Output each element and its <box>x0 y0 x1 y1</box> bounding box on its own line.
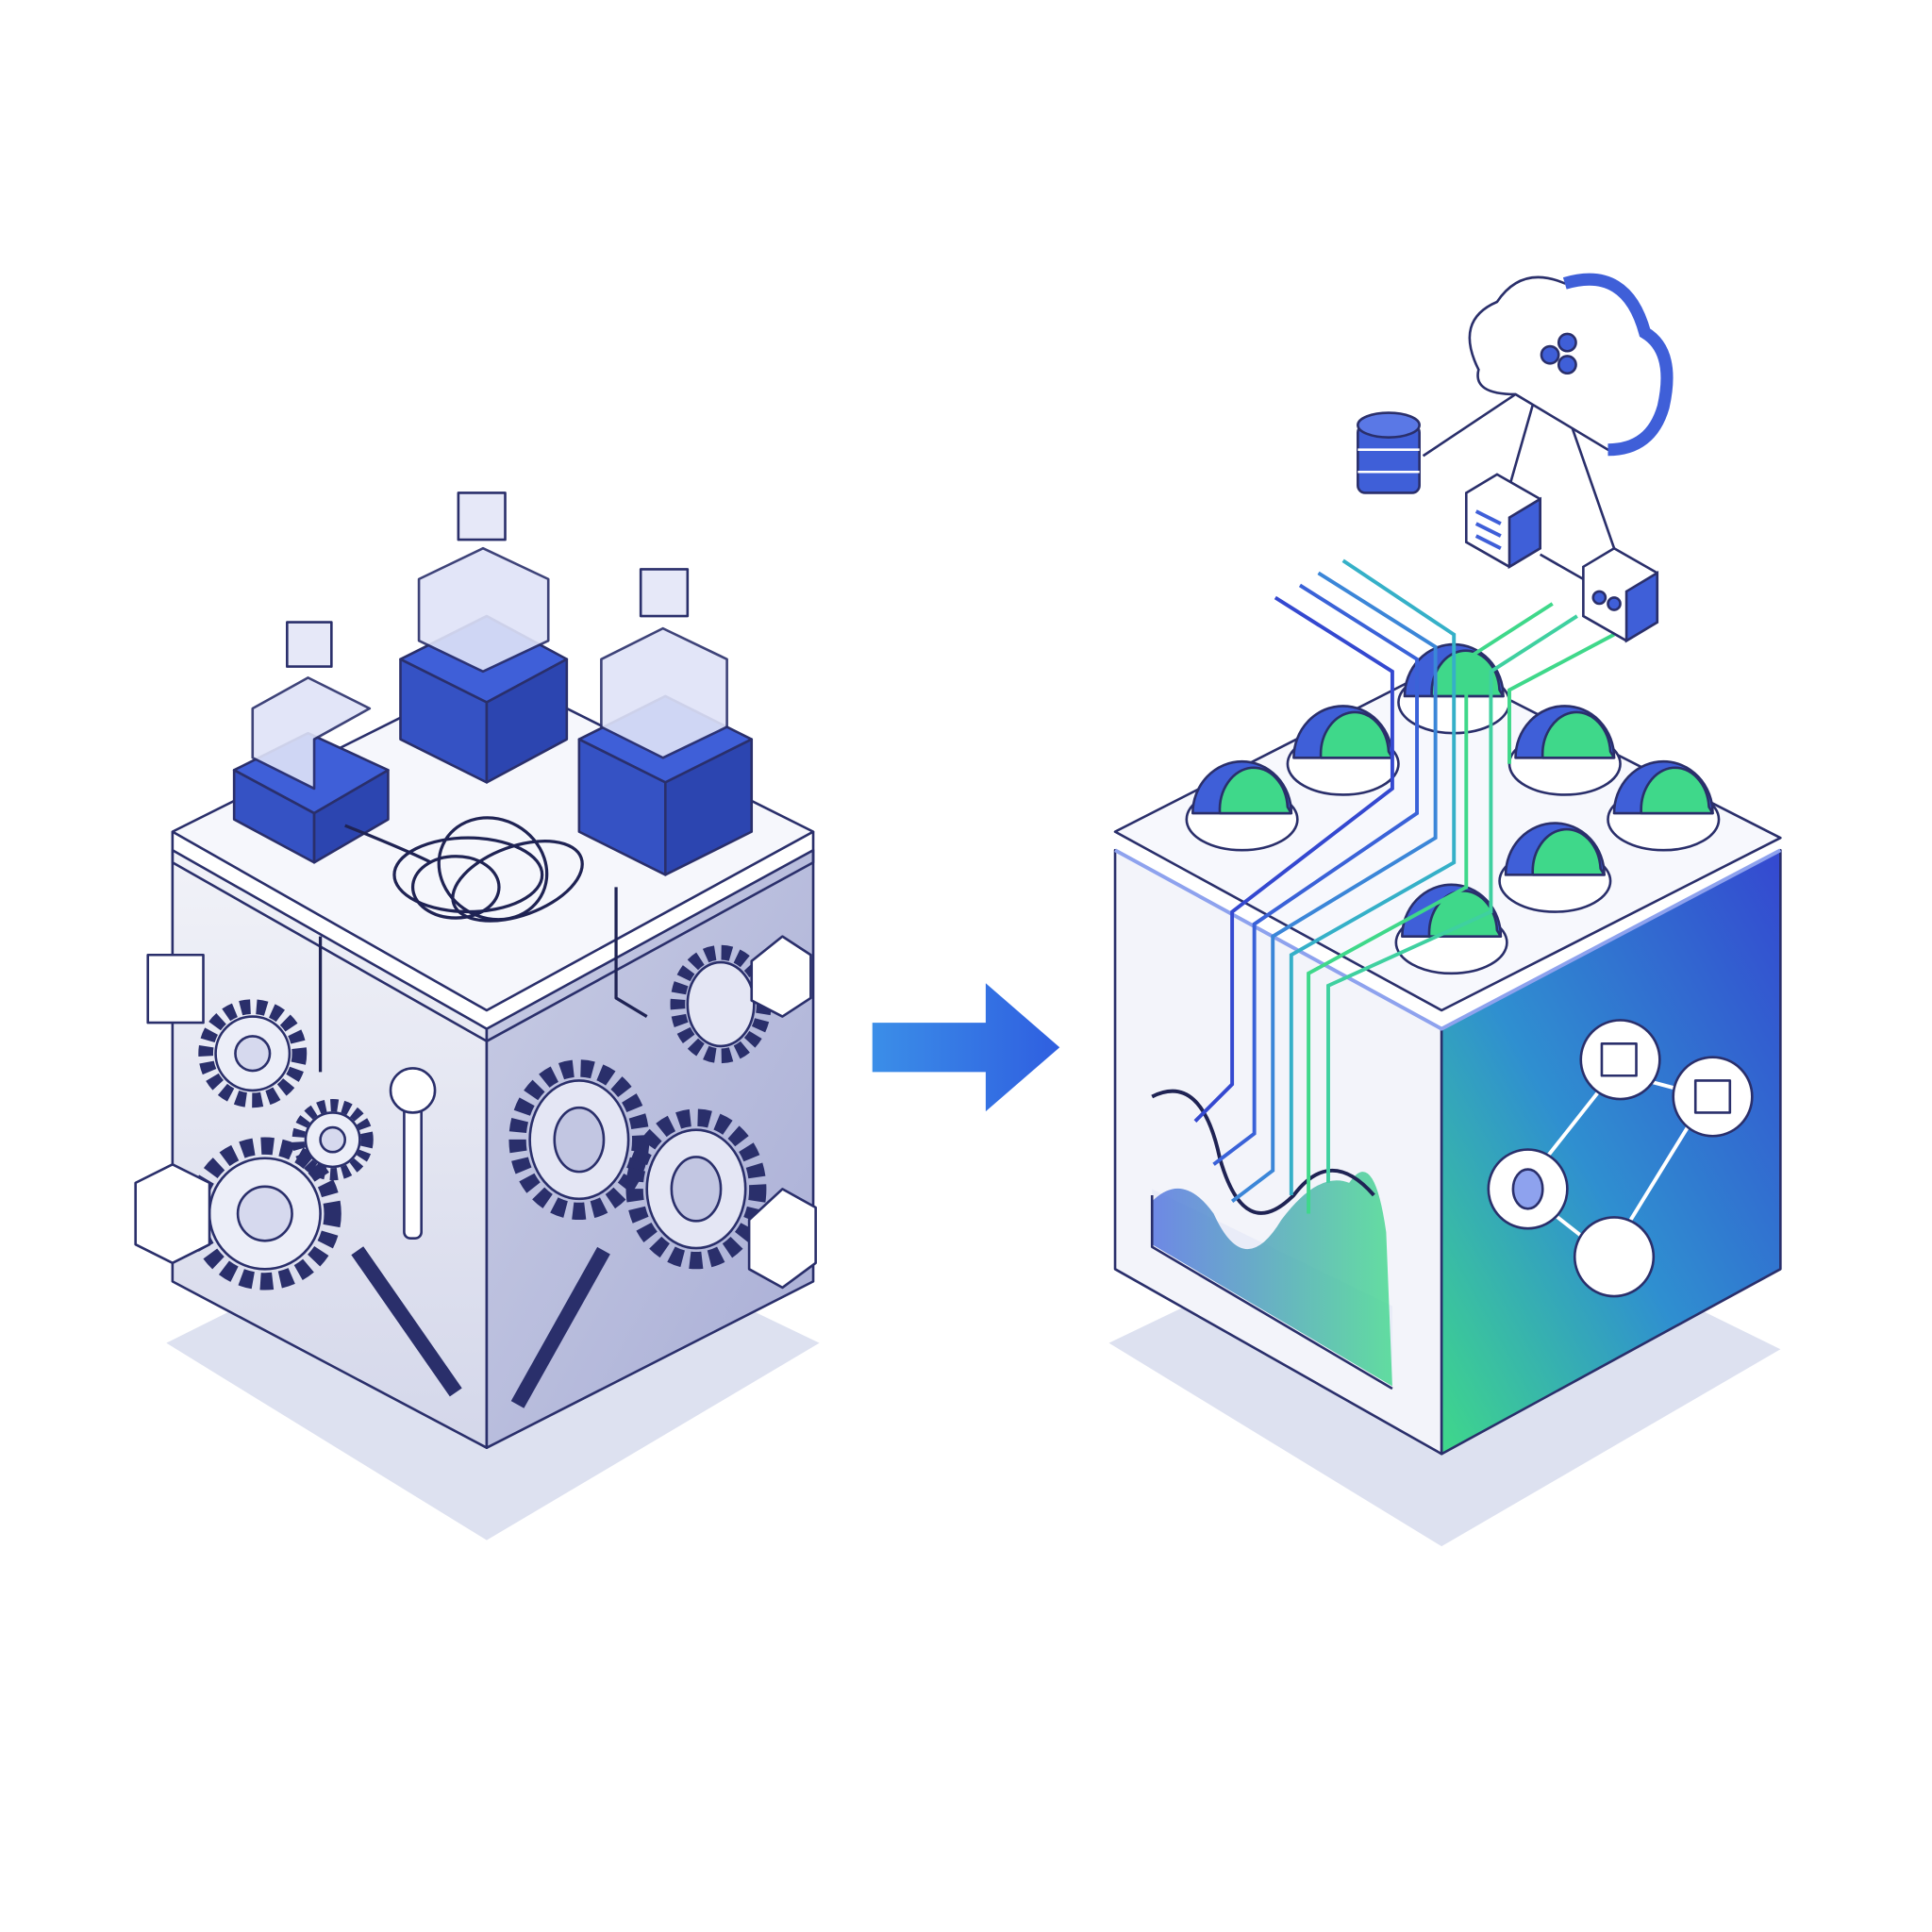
server-stack <box>232 621 390 864</box>
dome-node <box>1607 759 1721 852</box>
gear-icon <box>198 999 308 1108</box>
dome-node <box>1507 705 1622 796</box>
dome-node-group <box>1185 642 1721 975</box>
server-stack <box>399 491 569 784</box>
network-node-icon <box>1487 1019 1754 1298</box>
dome-node <box>1394 883 1508 975</box>
arrow-right-icon <box>872 983 1060 1112</box>
tool-badge-icon <box>146 953 205 1024</box>
link-module-icon <box>1582 546 1659 643</box>
wrench-icon <box>351 1246 462 1397</box>
cloud-network <box>1357 273 1674 643</box>
server-stack <box>577 568 754 876</box>
wrench-icon <box>510 1246 610 1408</box>
cloud-dots <box>1540 332 1577 375</box>
tool-badge-icon <box>747 1188 817 1290</box>
gear-icon <box>508 1059 650 1221</box>
dome-node <box>1185 759 1299 852</box>
server-module-icon <box>1464 473 1541 570</box>
gear-icon <box>291 1099 374 1181</box>
tangled-cable-icon <box>318 816 648 1073</box>
tool-badge-icon <box>134 1162 211 1265</box>
gear-icon <box>188 1137 341 1291</box>
chart-icon <box>1150 1089 1393 1391</box>
wrench-icon <box>389 1067 437 1240</box>
dome-node <box>1498 822 1612 913</box>
data-stream-lines <box>1193 558 1615 1214</box>
right-block <box>1113 642 1782 1456</box>
dome-node <box>1286 705 1400 796</box>
gear-icon <box>625 1108 767 1270</box>
tool-badge-icon <box>750 935 812 1018</box>
database-icon <box>1357 411 1421 494</box>
left-block <box>134 491 817 1449</box>
